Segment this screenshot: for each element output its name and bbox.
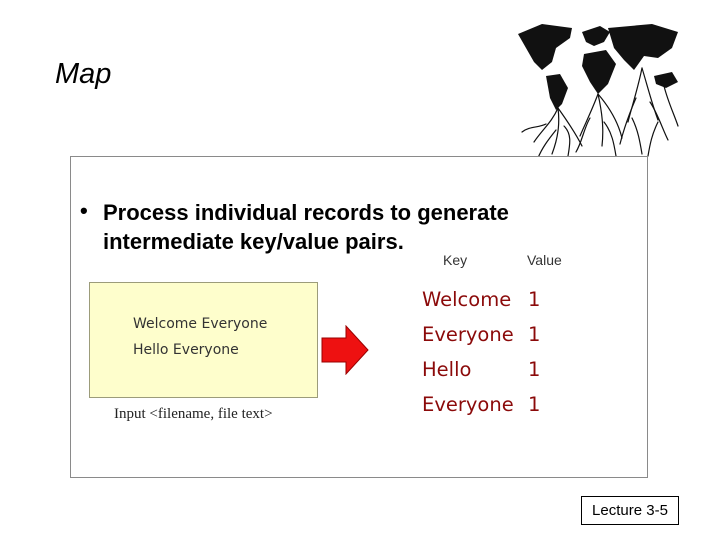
value-column-label: Value — [527, 252, 562, 268]
world-map-roots-icon — [518, 24, 679, 159]
pair-key: Welcome — [422, 288, 512, 311]
pair-value: 1 — [528, 358, 541, 381]
key-column-label: Key — [443, 252, 468, 268]
right-arrow-icon — [321, 325, 369, 375]
input-file-box — [89, 282, 318, 398]
pair-key: Hello — [422, 358, 472, 381]
bullet-marker: • — [80, 198, 88, 223]
input-line: Welcome Everyone — [133, 316, 268, 332]
slide-title: Map — [55, 58, 112, 90]
pair-key: Everyone — [422, 393, 514, 416]
input-line: Hello Everyone — [133, 342, 239, 358]
pair-value: 1 — [528, 288, 541, 311]
pair-key: Everyone — [422, 323, 514, 346]
bullet-text: Process individual records to generate i… — [103, 200, 509, 254]
pair-value: 1 — [528, 393, 541, 416]
lecture-number: Lecture 3-5 — [581, 496, 679, 525]
input-caption: Input <filename, file text> — [114, 406, 273, 422]
pair-value: 1 — [528, 323, 541, 346]
